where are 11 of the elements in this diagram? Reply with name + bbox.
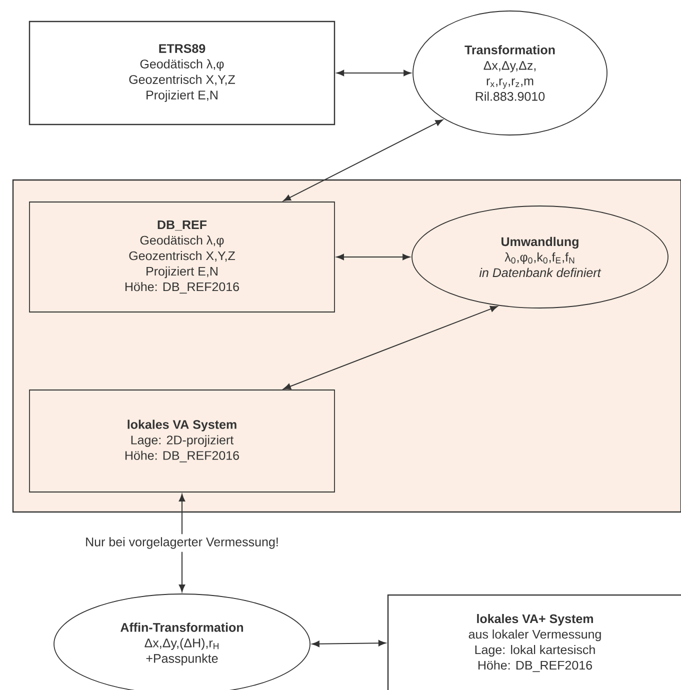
arrow	[283, 119, 443, 202]
arrow	[312, 640, 386, 647]
arrow	[283, 306, 498, 390]
system-box: lokales VA+ System aus lokaler Vermessung Lage: lokal kartesisch Höhe: DB_REF2016	[387, 594, 681, 690]
system-box: ETRS89 Geodätisch λ,φ Geozentrisch X,Y,Z Projiziert E,N	[28, 20, 336, 126]
system-box: lokales VA System Lage: 2D-projiziert Höhe: DB_REF2016	[29, 390, 335, 492]
edge-label: Nur bei vorgelagerter Vermessung!	[82, 534, 282, 552]
system-box: DB_REF Geodätisch λ,φ Geozentrisch X,Y,Z Projiziert E,N Höhe: DB_REF2016	[29, 202, 335, 312]
arrow	[336, 254, 410, 260]
arrow	[336, 70, 412, 76]
arrow	[178, 494, 186, 592]
